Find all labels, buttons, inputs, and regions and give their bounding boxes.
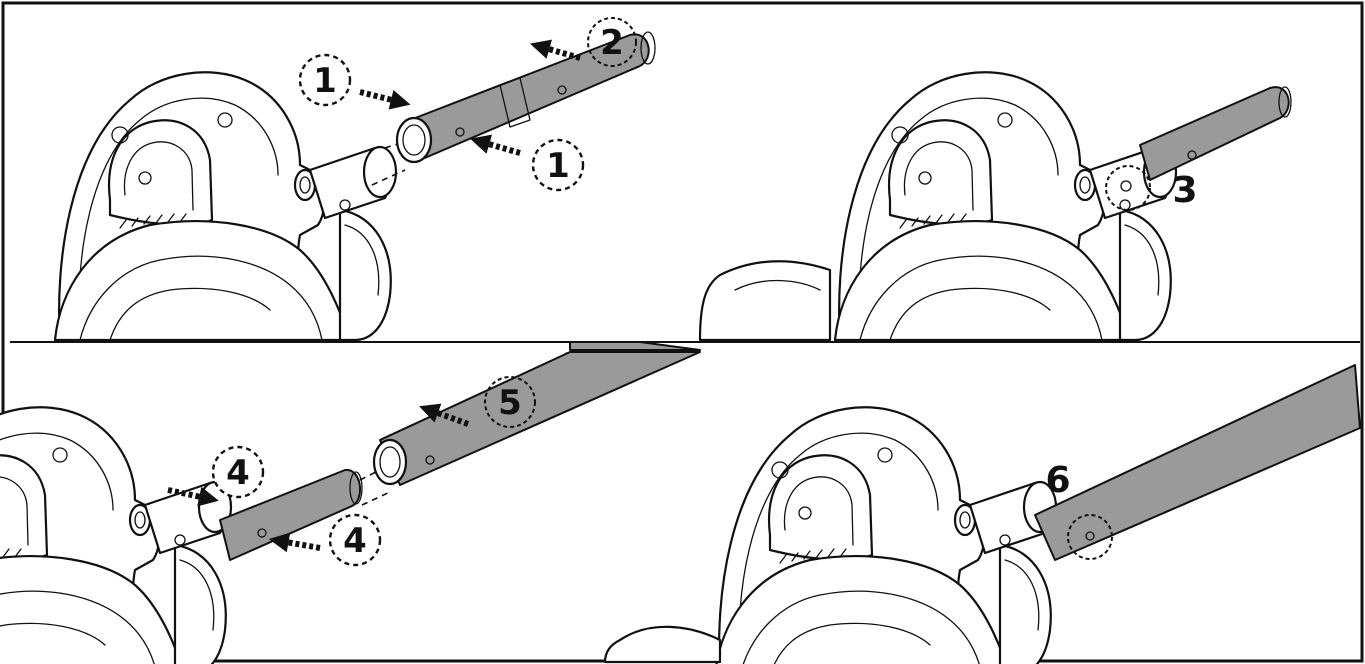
dashed-circle-callout bbox=[1105, 165, 1151, 211]
dashed-circle-callout bbox=[1067, 514, 1113, 560]
callout-step-1-right: 1 bbox=[531, 138, 585, 192]
callout-step-2: 2 bbox=[587, 17, 637, 67]
alignment-guide bbox=[359, 469, 381, 481]
pipe-tube bbox=[219, 469, 363, 561]
panel-bottom-left: 4 4 5 bbox=[0, 351, 701, 664]
cleaner-body bbox=[698, 260, 832, 342]
callout-step-5: 5 bbox=[484, 376, 536, 428]
step-number: 4 bbox=[343, 521, 367, 561]
step-number: 1 bbox=[313, 61, 337, 101]
pipe-tube bbox=[569, 341, 701, 351]
callout-step-1-left: 1 bbox=[298, 53, 352, 107]
step-number-3: 3 bbox=[1172, 170, 1197, 211]
step-number: 1 bbox=[546, 146, 570, 186]
pipe-tube bbox=[372, 351, 701, 486]
panel-top-left: 1 1 2 bbox=[53, 17, 656, 342]
mount-bracket bbox=[53, 71, 398, 342]
step-number: 4 bbox=[226, 453, 250, 493]
mount-bracket bbox=[833, 71, 1178, 342]
step-number: 2 bbox=[600, 23, 624, 63]
cleaner-body bbox=[603, 625, 722, 664]
step-number-6: 6 bbox=[1045, 460, 1070, 501]
alignment-guide bbox=[361, 491, 391, 506]
arrow-icon bbox=[358, 82, 413, 114]
pipe-tube bbox=[1139, 86, 1292, 181]
pipe-tube bbox=[395, 31, 656, 164]
body-contour bbox=[734, 279, 821, 291]
mount-bracket bbox=[0, 406, 233, 664]
callout-step-4-left: 4 bbox=[211, 445, 265, 499]
callout-step-4-right: 4 bbox=[328, 513, 382, 567]
panel-bottom-right: 6 bbox=[603, 364, 1361, 664]
pipe-tube bbox=[1034, 364, 1361, 561]
panel-top-right: 3 bbox=[698, 71, 1292, 342]
mount-bracket bbox=[713, 406, 1058, 664]
step-number: 5 bbox=[498, 383, 522, 423]
